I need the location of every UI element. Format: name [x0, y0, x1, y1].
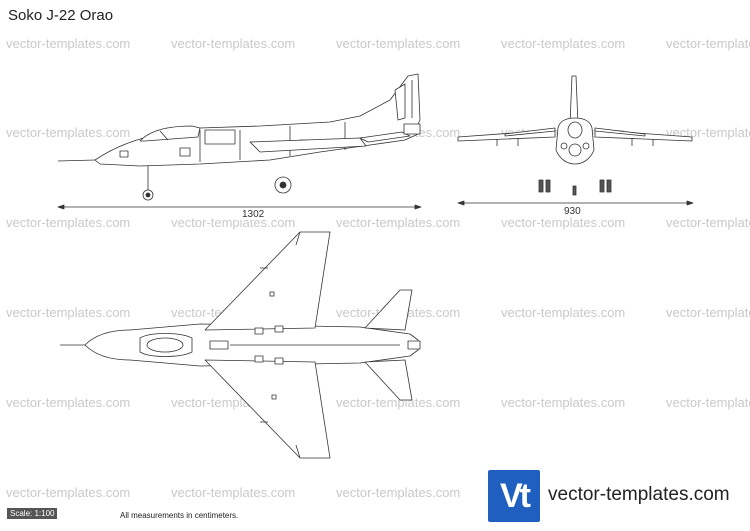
length-dimension-label: 1302 [240, 209, 267, 220]
side-view [57, 73, 421, 201]
width-dimension-label: 930 [562, 206, 583, 217]
measurement-footnote: All measurements in centimeters. [120, 511, 239, 520]
top-view [60, 231, 421, 459]
brand-logo-block[interactable]: Vt vector-templates.com [488, 470, 748, 522]
front-dimension-line [457, 200, 694, 206]
brand-name: vector-templates.com [548, 484, 730, 505]
page-title: Soko J-22 Orao [8, 7, 114, 24]
side-dimension-line [57, 204, 422, 210]
scale-label: Scale: 1:100 [7, 508, 58, 519]
vt-logo-icon: Vt [488, 470, 540, 522]
front-view [457, 75, 693, 196]
